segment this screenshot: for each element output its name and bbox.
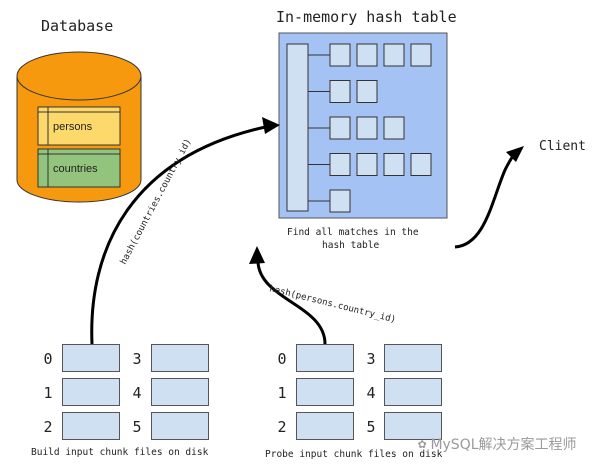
hash-table-caption-line2: hash table <box>322 240 380 251</box>
hash-entry <box>356 43 378 67</box>
watermark-text: MySQL解决方案工程师 <box>430 437 577 453</box>
build-chunk-index: 3 <box>132 350 142 368</box>
client-arrow-path <box>454 151 517 249</box>
build-arrow-path <box>90 124 271 345</box>
probe-chunk-file <box>384 378 442 406</box>
hash-entry <box>329 80 351 103</box>
hash-entry <box>356 80 378 103</box>
hash-entry <box>410 43 432 67</box>
client-label: Client <box>539 139 586 154</box>
build-chunk-index: 2 <box>43 418 53 436</box>
probe-arrow-head <box>249 246 265 264</box>
countries-table-box <box>37 148 121 188</box>
probe-chunk-index: 5 <box>366 418 376 436</box>
probe-chunk-index: 0 <box>277 350 287 368</box>
hash-entry <box>383 43 405 67</box>
build-chunk-index: 4 <box>132 384 142 402</box>
hash-table <box>278 32 448 219</box>
hash-entry <box>329 116 351 140</box>
probe-chunk-index: 1 <box>277 384 287 402</box>
database-cylinder <box>16 51 142 203</box>
hash-entry <box>329 153 351 176</box>
hash-entry <box>383 153 405 176</box>
hash-entry <box>356 153 378 176</box>
probe-chunk-file <box>296 378 354 406</box>
database-title: Database <box>41 17 114 35</box>
build-chunks-caption: Build input chunk files on disk <box>31 447 209 458</box>
wechat-icon: ✿ <box>418 436 427 452</box>
persons-label: persons <box>53 121 93 133</box>
hash-table-title: In-memory hash table <box>276 8 457 26</box>
probe-chunk-index: 4 <box>366 384 376 402</box>
probe-chunk-file <box>296 344 354 372</box>
build-chunk-file <box>62 412 120 440</box>
probe-chunk-index: 2 <box>277 418 287 436</box>
probe-hash-label: hash(persons.country_id) <box>268 284 397 325</box>
hash-entry <box>329 43 351 67</box>
probe-chunk-file <box>384 412 442 440</box>
build-chunk-file <box>151 412 209 440</box>
build-chunk-file <box>151 344 209 372</box>
build-chunk-index: 0 <box>43 350 53 368</box>
probe-chunk-file <box>384 344 442 372</box>
hash-entry <box>410 153 432 176</box>
build-chunk-file <box>62 344 120 372</box>
probe-chunks-caption: Probe input chunk files on disk <box>265 449 443 460</box>
persons-table-box <box>37 106 121 146</box>
probe-arrow-path <box>256 261 327 345</box>
build-chunk-file <box>151 378 209 406</box>
hash-entry <box>383 116 405 140</box>
cylinder-top <box>16 51 142 101</box>
countries-label: countries <box>53 163 98 175</box>
client-arrow-head <box>506 146 524 162</box>
build-chunk-file <box>62 378 120 406</box>
hash-entry <box>356 116 378 140</box>
build-arrow-head <box>262 117 280 134</box>
hash-bucket-array <box>286 43 309 212</box>
probe-chunk-index: 3 <box>366 350 376 368</box>
build-chunk-index: 5 <box>132 418 142 436</box>
probe-chunk-file <box>296 412 354 440</box>
hash-table-caption-line1: Find all matches in the <box>287 227 419 238</box>
watermark: ✿ MySQL解决方案工程师 <box>418 434 577 454</box>
build-chunk-index: 1 <box>43 384 53 402</box>
hash-entry <box>329 189 351 213</box>
